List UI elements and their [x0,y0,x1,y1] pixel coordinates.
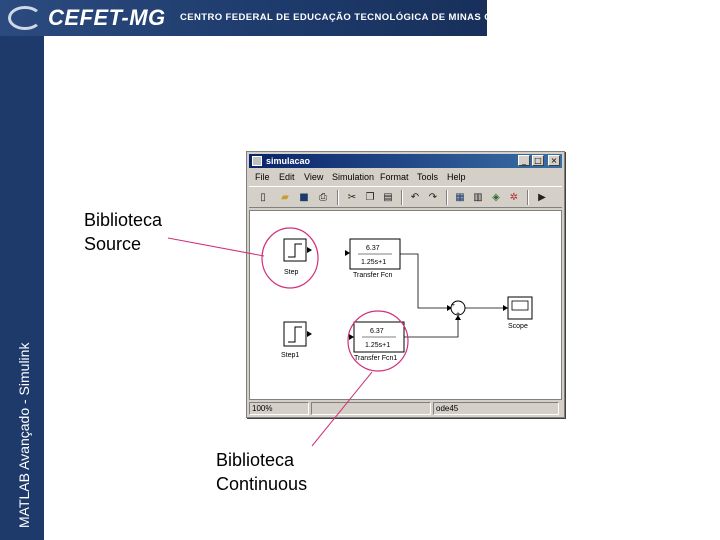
menu-tools[interactable]: Tools [417,172,439,182]
status-bar: 100% ode45 [249,402,562,415]
tf1-numerator: 6.37 [370,328,384,335]
menu-edit[interactable]: Edit [279,172,295,182]
print-icon[interactable]: ⎙ [319,192,327,203]
close-button[interactable]: × [548,155,560,166]
start-icon[interactable]: ▶ [538,192,546,203]
callout-continuous-line2: Continuous [216,474,308,494]
callout-source-line2: Source [84,234,142,254]
scope-label: Scope [508,323,528,330]
callout-continuous-line1: Biblioteca [216,450,295,470]
open-icon[interactable]: ▰ [281,192,289,203]
step1-label: Step1 [281,352,299,359]
copy-icon[interactable]: ❐ [365,192,375,203]
status-middle [311,402,431,415]
callout-source: Biblioteca Source [84,208,162,256]
sum-input-arrow-bottom [455,315,461,320]
menu-file[interactable]: File [255,172,270,182]
settings-icon[interactable]: ✲ [509,192,519,203]
tf1-label: Transfer Fcn1 [354,355,397,362]
logo-text: CEFET-MG [48,5,166,30]
step-label: Step [284,269,299,276]
redo-icon[interactable]: ↷ [428,192,438,203]
model-canvas[interactable]: Step Step1 6.37 1.25s+1 Transfer Fcn [249,210,562,400]
menu-format[interactable]: Format [380,172,409,182]
status-solver: ode45 [433,402,559,415]
side-title: MATLAB Avançado - Simulink [16,342,32,528]
tf1-input-arrow [349,334,354,340]
menu-simulation[interactable]: Simulation [332,172,375,182]
signal-line-tf1-to-sum[interactable] [404,319,459,338]
transfer-fcn-block[interactable] [349,238,401,270]
tf-numerator: 6.37 [366,245,380,252]
undo-icon[interactable]: ↶ [410,192,420,203]
model-browser-icon[interactable]: ▥ [473,192,483,203]
tf1-denominator: 1.25s+1 [365,342,390,349]
simulink-app-icon [252,156,262,166]
simulink-window: simulacao _ □ × File Edit View Simulatio… [246,151,565,418]
save-icon[interactable]: ■ [299,192,309,203]
toolbar: ▯ ▰ ■ ⎙ ✂ ❐ ▤ ↶ ↷ ▦ ▥ ◈ ✲ ▶ [249,186,562,208]
menu-help[interactable]: Help [447,172,466,182]
cut-icon[interactable]: ✂ [347,192,357,203]
new-icon[interactable]: ▯ [260,192,266,203]
menu-view[interactable]: View [304,172,324,182]
window-title: simulacao [266,156,311,166]
minimize-button[interactable]: _ [518,155,530,166]
debug-icon[interactable]: ◈ [492,192,500,203]
status-zoom: 100% [249,402,309,415]
toolbar-separator [337,190,339,205]
paste-icon[interactable]: ▤ [383,192,393,203]
step-block[interactable] [283,238,312,262]
toolbar-separator [401,190,403,205]
menu-bar: File Edit View Simulation Format Tools H… [249,170,562,184]
maximize-button[interactable]: □ [532,155,544,166]
org-name: CENTRO FEDERAL DE EDUCAÇÃO TECNOLÓGICA D… [180,12,524,23]
scope-input-arrow [503,305,508,311]
signal-line-tf-to-sum[interactable] [400,253,448,309]
toolbar-separator [527,190,529,205]
side-bar: MATLAB Avançado - Simulink [0,36,44,540]
header-banner: CEFET-MG CENTRO FEDERAL DE EDUCAÇÃO TECN… [0,0,523,36]
library-icon[interactable]: ▦ [455,192,465,203]
tf-denominator: 1.25s+1 [361,259,386,266]
sum-sign-bottom: + [456,311,460,318]
callout-continuous: Biblioteca Continuous [216,448,307,496]
tf-input-arrow [345,250,350,256]
callout-source-line1: Biblioteca [84,210,163,230]
title-bar[interactable]: simulacao _ □ × [249,154,562,168]
block-diagram: Step Step1 6.37 1.25s+1 Transfer Fcn [281,238,533,362]
toolbar-separator [446,190,448,205]
step1-block[interactable] [283,321,312,347]
sum-sign-top: + [451,302,455,309]
sum-input-arrow-top [447,305,452,311]
scope-block[interactable] [507,296,533,320]
cefet-logo-icon [8,6,42,30]
tf-label: Transfer Fcn [353,272,393,279]
